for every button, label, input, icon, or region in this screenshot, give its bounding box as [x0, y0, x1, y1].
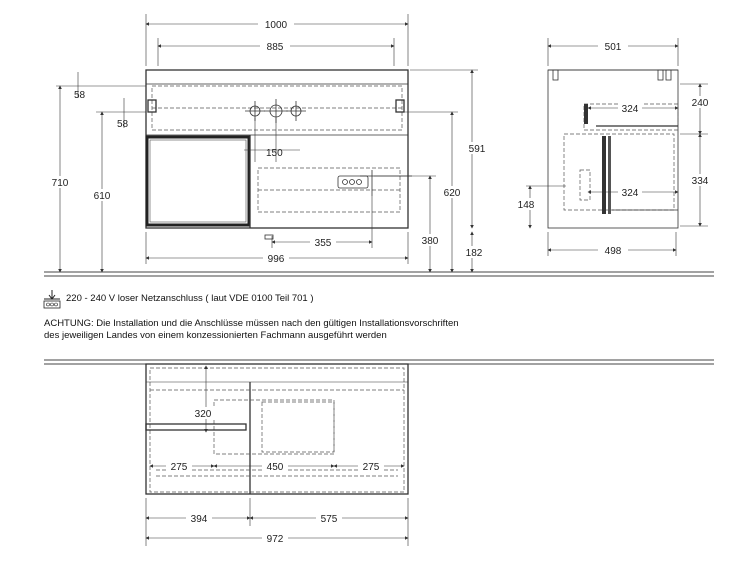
warning-line-1: ACHTUNG: Die Installation und die Anschl… [44, 318, 459, 329]
dim-972: 972 [267, 534, 284, 545]
dim-610: 610 [94, 191, 111, 202]
dim-334: 334 [692, 176, 709, 187]
power-note: 220 - 240 V loser Netzanschluss ( laut V… [66, 293, 314, 304]
dim-150: 150 [266, 148, 283, 159]
dim-380: 380 [422, 236, 439, 247]
side-view: 501 324 324 240 334 148 498 [516, 38, 712, 257]
dim-275-left: 275 [171, 462, 188, 473]
front-view: 1000 885 710 610 58 58 150 355 [44, 14, 714, 277]
dim-620: 620 [444, 188, 461, 199]
dim-575: 575 [321, 514, 338, 525]
dim-498: 498 [605, 246, 622, 257]
dim-450: 450 [267, 462, 284, 473]
dim-1000: 1000 [265, 20, 288, 31]
dim-148: 148 [518, 200, 535, 211]
dim-324-top: 324 [622, 104, 639, 115]
dim-58-second: 58 [117, 119, 129, 130]
warning-line-2: des jeweiligen Landes von einem konzessi… [44, 330, 387, 341]
dim-324-mid: 324 [622, 188, 639, 199]
dim-320: 320 [195, 409, 212, 420]
dim-240: 240 [692, 98, 709, 109]
dim-182: 182 [466, 248, 483, 259]
dim-885: 885 [267, 42, 284, 53]
dim-501: 501 [605, 42, 622, 53]
floor-line-upper [44, 271, 714, 277]
dim-394: 394 [191, 514, 208, 525]
power-socket-icon [43, 290, 61, 309]
dim-58-top: 58 [74, 90, 86, 101]
dim-275-right: 275 [363, 462, 380, 473]
dim-355: 355 [315, 238, 332, 249]
dim-710: 710 [52, 178, 69, 189]
dim-996: 996 [268, 254, 285, 265]
dim-591: 591 [469, 144, 486, 155]
top-view: 320 275 450 275 394 575 972 [44, 359, 714, 546]
